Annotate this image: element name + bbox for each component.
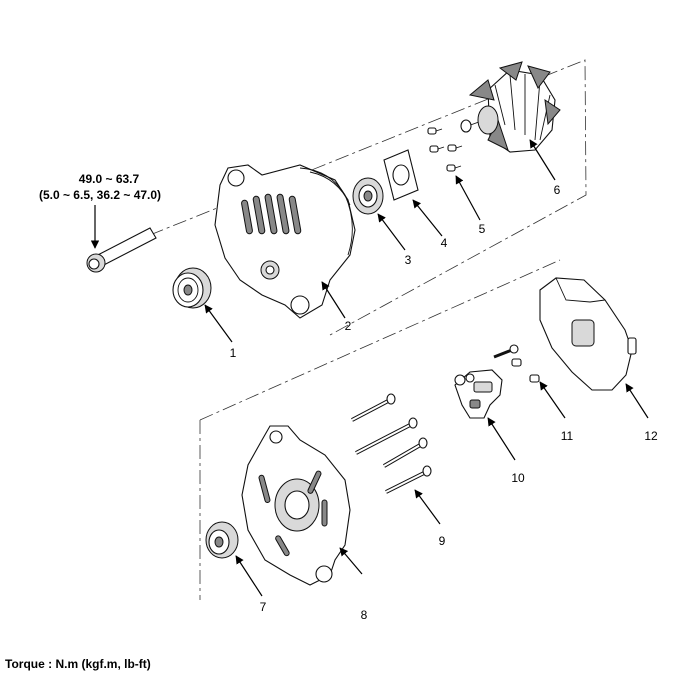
rear-cover [539, 277, 637, 391]
cover-screws [427, 127, 463, 172]
label-9: 9 [439, 534, 446, 548]
label-5: 5 [479, 222, 486, 236]
label-1: 1 [230, 346, 237, 360]
cover-bolts [493, 344, 540, 383]
label-3: 3 [405, 253, 412, 267]
rotor [460, 61, 561, 153]
rear-bearing [205, 521, 239, 559]
brush-holder-regulator [454, 369, 503, 419]
label-4: 4 [441, 236, 448, 250]
front-bearing [352, 177, 384, 215]
label-12: 12 [644, 429, 658, 443]
torque-units-note: Torque : N.m (kgf.m, lb-ft) [5, 657, 151, 671]
label-8: 8 [361, 608, 368, 622]
label-11: 11 [561, 429, 574, 443]
rear-bracket [241, 425, 351, 586]
label-7: 7 [260, 600, 267, 614]
bracket-vent-slots [258, 470, 328, 557]
label-10: 10 [511, 471, 525, 485]
bracket-through-bolts [351, 393, 432, 494]
assembly-axis-lines [149, 59, 587, 600]
leader-arrows [90, 139, 649, 597]
torque-spec-value: 49.0 ~ 63.7 [79, 172, 140, 186]
front-housing-stator [214, 164, 356, 319]
through-bolt [86, 227, 157, 273]
torque-spec-units: (5.0 ~ 6.5, 36.2 ~ 47.0) [39, 188, 161, 202]
label-2: 2 [345, 319, 352, 333]
bearing-cover-plate [383, 149, 419, 201]
pulley [172, 267, 212, 309]
housing-vent-slots [241, 193, 302, 235]
label-6: 6 [554, 183, 561, 197]
